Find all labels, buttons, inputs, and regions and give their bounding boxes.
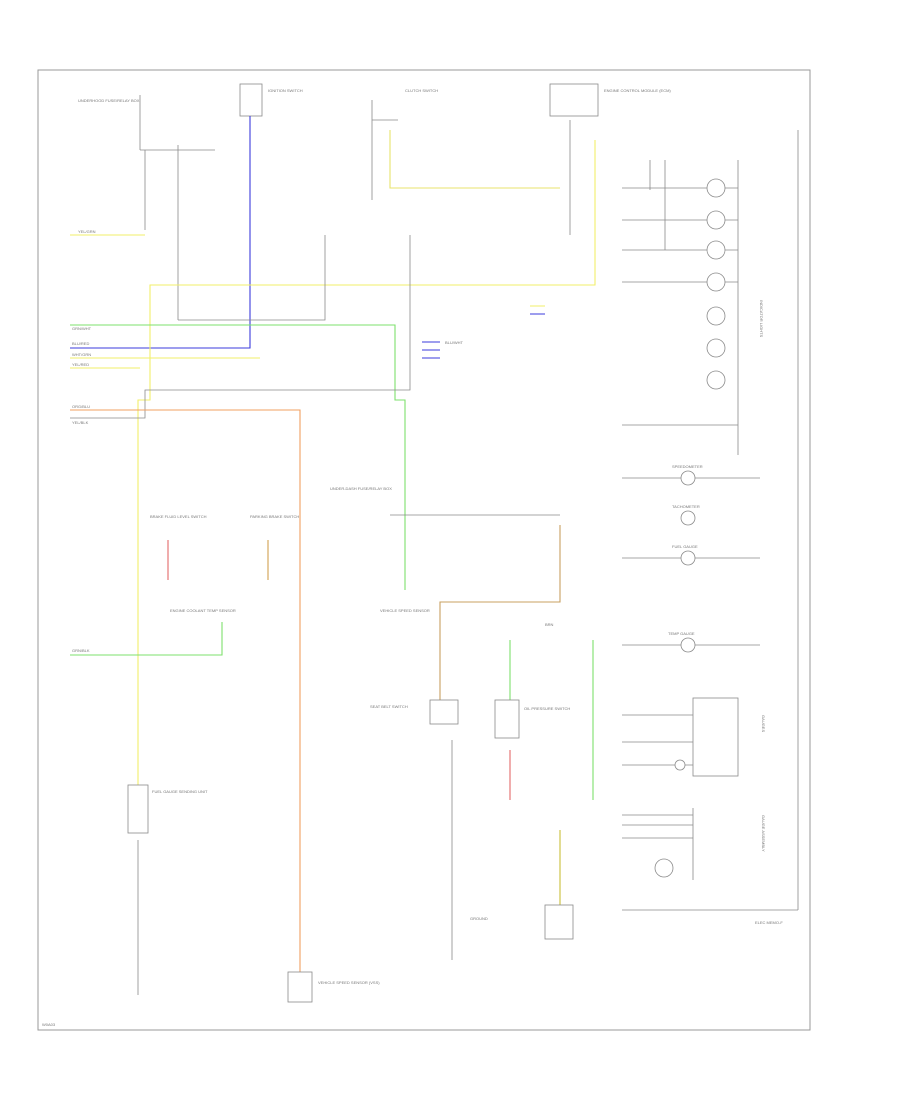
vss-label: VEHICLE SPEED SENSOR [380, 608, 430, 613]
seat-belt-label: SEAT BELT SWITCH [370, 704, 408, 709]
oil-pressure-label: OIL PRESSURE SWITCH [524, 706, 570, 711]
wire-blue [70, 116, 251, 349]
footer-note: ELEC MEMO-F [755, 920, 783, 925]
tag-brn: BRN [545, 622, 554, 627]
gauge-speedometer: SPEEDOMETER [672, 464, 703, 469]
footer-code: W0A03 [42, 1022, 56, 1027]
tag-grn-wht: GRN/WHT [72, 326, 92, 331]
tag-grn-blk: GRN/BLK [72, 648, 90, 653]
legend-blu-wht: BLU/WHT [445, 340, 464, 345]
seat-belt-switch-box [429, 699, 459, 725]
gauge-side-caption: GAUGES [761, 715, 766, 732]
indicator-rows [622, 160, 738, 390]
fuel-sending-label: FUEL GAUGE SENDING UNIT [152, 789, 208, 794]
wire-brown [439, 525, 561, 700]
underhood-fuse-label: UNDERHOOD FUSE/RELAY BOX [78, 98, 140, 103]
tag-blu-red: BLU/RED [72, 341, 89, 346]
tag-wht-grn: WHT/GRN [72, 352, 91, 357]
vss-bottom-label: VEHICLE SPEED SENSOR (VSS) [318, 980, 380, 985]
gauge-assembly-panel: INDICATOR LIGHTS SPEEDOMETER TACHOMETER … [622, 130, 799, 911]
gauge-fuel: FUEL GAUGE [672, 544, 698, 549]
tag-yel-blk: YEL/BLK [72, 420, 89, 425]
wire-gray-lower [70, 235, 411, 419]
wire-yellow-clutch [389, 130, 560, 189]
ignition-switch-label: IGNITION SWITCH [268, 88, 303, 93]
gauge-ground-box [544, 904, 574, 940]
ignition-switch-box [239, 83, 263, 117]
tag-yel-red: YEL/RED [72, 362, 89, 367]
wire-yellow-main [137, 140, 596, 820]
underhood-fuse-block: UNDERHOOD FUSE/RELAY BOX [78, 95, 215, 320]
tag-yel-grn: YEL/GRN [78, 229, 96, 234]
wire-orange [70, 409, 301, 985]
brake-fluid-label: BRAKE FLUID LEVEL SWITCH [150, 514, 207, 519]
ground-label: GROUND [470, 916, 488, 921]
gauge-lower-box-1 [692, 697, 739, 777]
ecm-label: ENGINE CONTROL MODULE (ECM) [604, 88, 671, 93]
oil-pressure-switch-box [494, 699, 520, 739]
vehicle-speed-sensor-box [287, 971, 313, 1003]
parking-brake-label: PARKING BRAKE SWITCH [250, 514, 299, 519]
wire-gray-ecm [178, 235, 326, 321]
gauge-assembly-caption: GAUGE ASSEMBLY [761, 815, 766, 852]
clutch-switch-label: CLUTCH SWITCH [405, 88, 438, 93]
wire-green-lower [70, 622, 223, 656]
tag-org-blu: ORG/BLU [72, 404, 90, 409]
underdash-fuse-label: UNDER-DASH FUSE/RELAY BOX [330, 486, 392, 491]
indicator-side-caption: INDICATOR LIGHTS [759, 300, 764, 338]
wire-green-main [70, 324, 406, 590]
gauge-tachometer: TACHOMETER [672, 504, 700, 509]
diagram-frame [37, 69, 811, 1031]
gauge-temp: TEMP GAUGE [668, 631, 695, 636]
wire-legend: BLU/WHT [422, 305, 545, 359]
engine-control-module-box [549, 83, 599, 117]
fuel-sending-unit-box [127, 784, 149, 834]
ecm-temp-label: ENGINE COOLANT TEMP SENSOR [170, 608, 236, 613]
